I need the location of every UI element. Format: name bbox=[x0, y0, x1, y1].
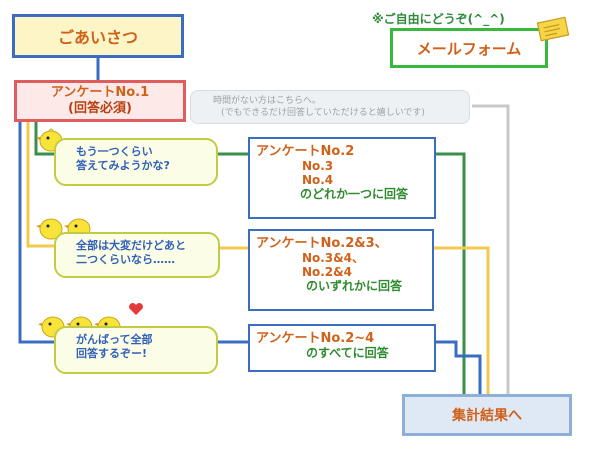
envelope-icon bbox=[536, 16, 570, 42]
option-bubble-all: がんばって全部 回答するぞー! bbox=[54, 326, 218, 374]
quick-results-note[interactable]: 時間がない方はこちらへ。 (でもできるだけ回答していただけると嬉しいです) bbox=[190, 90, 470, 124]
answer-tail: のどれか一つに回答 bbox=[300, 187, 409, 201]
bubble-text-line: 答えてみようかな? bbox=[76, 159, 170, 172]
quick-note-line2: (でもできるだけ回答していただけると嬉しいです) bbox=[221, 108, 425, 118]
blue-path-line bbox=[18, 122, 54, 344]
greeting-label: ごあいさつ bbox=[57, 28, 138, 47]
heart-icon bbox=[129, 303, 143, 315]
survey1-required: (回答必須) bbox=[68, 101, 132, 116]
bubble-text-line: 二つくらいなら…… bbox=[76, 253, 175, 266]
answer-box-any-pair[interactable]: アンケートNo.2&3、 No.3&4、 No.2&4 のいずれかに回答 bbox=[248, 229, 434, 311]
bubble-text-line: がんばって全部 bbox=[76, 333, 153, 346]
mail-form-button[interactable]: メールフォーム bbox=[390, 28, 548, 68]
results-button[interactable]: 集計結果へ bbox=[402, 394, 572, 436]
quick-note-line1: 時間がない方はこちらへ。 bbox=[213, 96, 322, 106]
answer-line: アンケートNo.2~4 bbox=[256, 331, 375, 346]
answer-line: アンケートNo.2 bbox=[256, 144, 355, 159]
answer-tail: のいずれかに回答 bbox=[306, 279, 403, 293]
bubble-text-line: 回答するぞー! bbox=[76, 347, 148, 360]
green-answer-to-results bbox=[436, 152, 466, 394]
option-bubble-two-more: 全部は大変だけどあと 二つくらいなら…… bbox=[54, 232, 220, 278]
green-path-line bbox=[34, 122, 54, 156]
yellow-answer-to-results bbox=[434, 246, 490, 394]
answer-box-any-one[interactable]: アンケートNo.2 No.3 No.4 のどれか一つに回答 bbox=[248, 137, 436, 219]
answer-line: No.2&4 bbox=[256, 265, 352, 279]
answer-box-all[interactable]: アンケートNo.2~4 のすべてに回答 bbox=[248, 324, 436, 372]
option-bubble-one-more: もう一つくらい 答えてみようかな? bbox=[54, 138, 218, 186]
answer-line: No.4 bbox=[256, 173, 334, 187]
express-line bbox=[472, 104, 510, 394]
bubble-text-line: 全部は大変だけどあと bbox=[76, 239, 186, 252]
survey1-button[interactable]: アンケートNo.1 (回答必須) bbox=[14, 80, 186, 122]
answer-line: No.3&4、 bbox=[256, 251, 364, 265]
mail-form-label: メールフォーム bbox=[416, 39, 522, 58]
mail-note: ※ご自由にどうぞ(^_^) bbox=[372, 12, 505, 26]
survey1-title: アンケートNo.1 bbox=[50, 85, 150, 100]
greeting-button[interactable]: ごあいさつ bbox=[12, 14, 184, 58]
answer-line: アンケートNo.2&3、 bbox=[256, 236, 388, 251]
yellow-path-line bbox=[26, 122, 54, 248]
answer-line: No.3 bbox=[256, 159, 334, 173]
bubble-text-line: もう一つくらい bbox=[76, 145, 153, 158]
blue-answer-to-results bbox=[436, 340, 482, 394]
results-label: 集計結果へ bbox=[452, 408, 522, 424]
answer-tail: のすべてに回答 bbox=[306, 346, 389, 360]
